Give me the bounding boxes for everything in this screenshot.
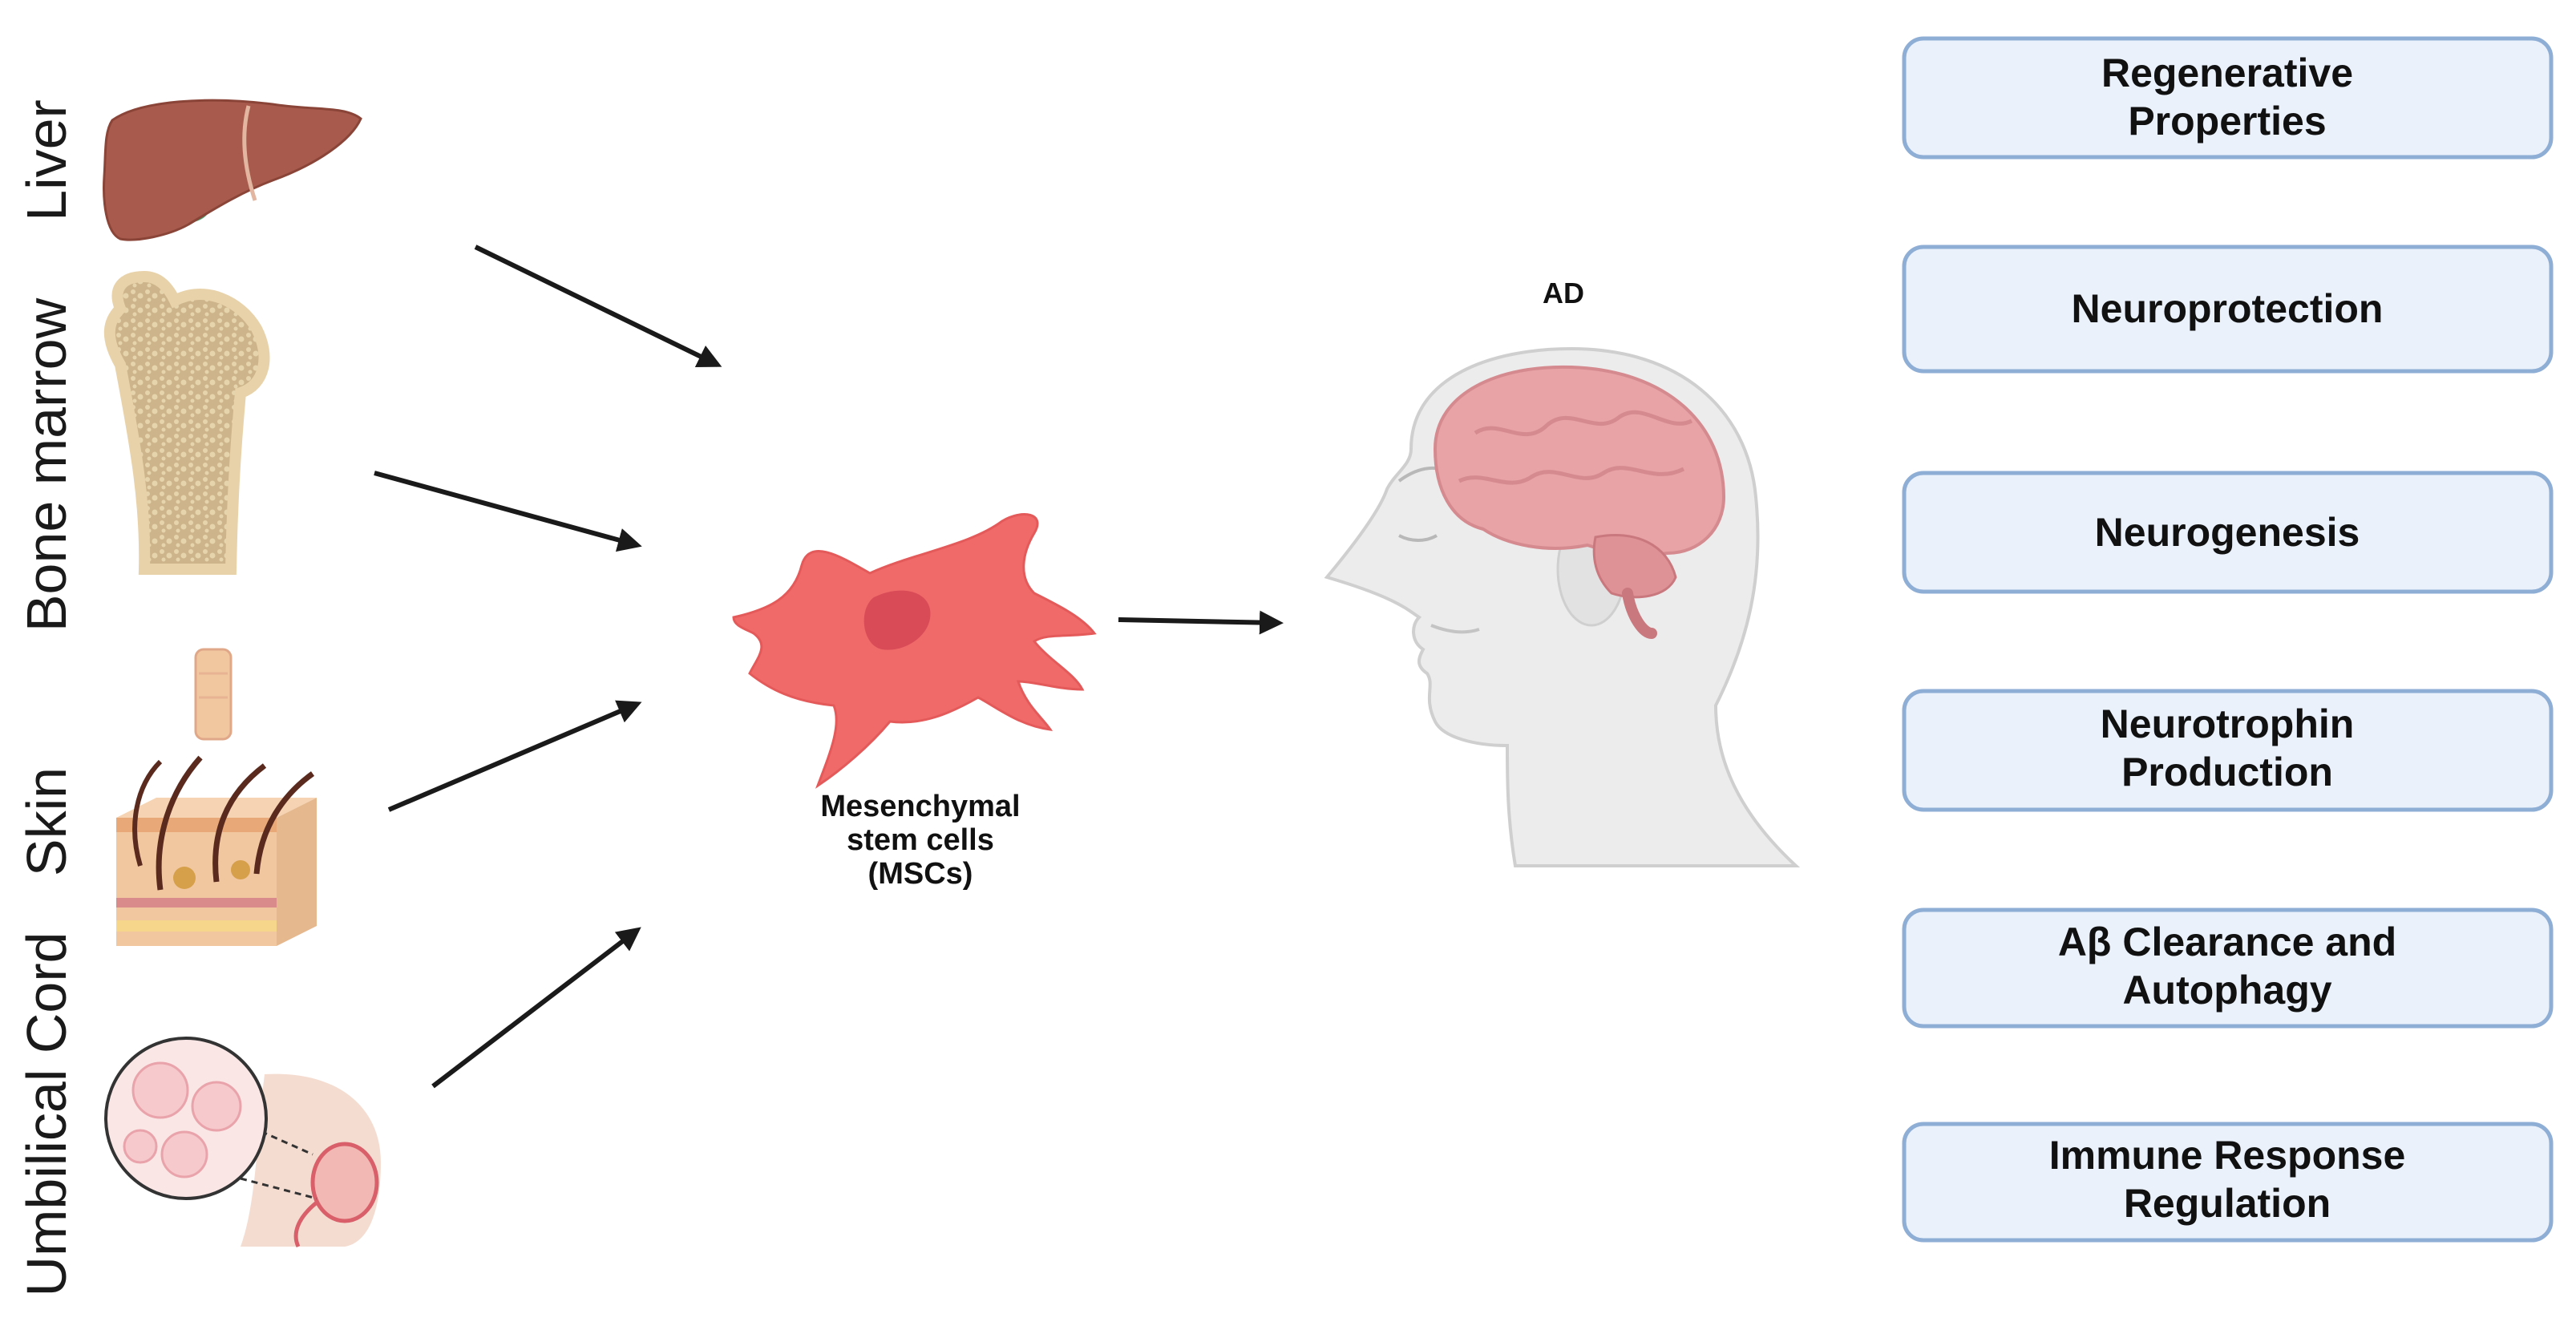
- effect-neurotrophin-line-2: Production: [2121, 750, 2333, 794]
- arrow-skin-to-mscs: [387, 700, 642, 812]
- source-label-skin: Skin: [15, 767, 78, 876]
- mesenchymal-stem-cell-icon: [732, 513, 1097, 789]
- effect-box-regenerative-properties: Regenerative Properties: [1902, 36, 2554, 160]
- source-label-umbilical-cord: Umbilical Cord: [15, 932, 78, 1296]
- skin-icon: [116, 648, 317, 946]
- mscs-label-line-2: stem cells: [847, 823, 994, 857]
- source-label-bone-marrow: Bone marrow: [15, 297, 78, 632]
- mscs-label-line-3: (MSCs): [868, 857, 973, 891]
- arrow-umbilical-cord-to-mscs: [431, 927, 641, 1089]
- effect-regenerative-line-2: Properties: [2128, 99, 2326, 144]
- effect-immune-line-1: Immune Response: [2049, 1133, 2406, 1178]
- effect-regenerative-line-1: Regenerative: [2101, 51, 2353, 95]
- effect-box-neuroprotection: Neuroprotection: [1902, 245, 2554, 374]
- arrow-mscs-to-ad: [1118, 610, 1284, 635]
- effect-neurogenesis-line-1: Neurogenesis: [2095, 510, 2360, 555]
- effect-box-abeta-clearance-autophagy: Aβ Clearance and Autophagy: [1902, 908, 2554, 1029]
- effect-neurotrophin-line-1: Neurotrophin: [2101, 701, 2355, 746]
- umbilical-cord-icon: [104, 1037, 381, 1248]
- effect-abeta-line-1: Aβ Clearance and: [2058, 920, 2396, 964]
- source-label-liver: Liver: [15, 99, 78, 221]
- mscs-label-line-1: Mesenchymal: [820, 790, 1020, 823]
- bone-marrow-icon: [103, 270, 270, 575]
- effect-abeta-line-2: Autophagy: [2122, 968, 2331, 1013]
- effect-box-immune-response-regulation: Immune Response Regulation: [1902, 1122, 2554, 1243]
- ad-label: AD: [1543, 277, 1584, 309]
- human-head-brain-icon: [1324, 346, 1801, 867]
- effect-box-neurogenesis: Neurogenesis: [1902, 471, 2554, 594]
- effect-box-neurotrophin-production: Neurotrophin Production: [1902, 689, 2554, 812]
- effect-immune-line-2: Regulation: [2124, 1181, 2331, 1226]
- arrow-liver-to-mscs: [474, 245, 722, 367]
- effect-neuroprotection-line-1: Neuroprotection: [2072, 286, 2384, 331]
- arrow-bone-marrow-to-mscs: [374, 471, 642, 552]
- liver-icon: [103, 99, 362, 241]
